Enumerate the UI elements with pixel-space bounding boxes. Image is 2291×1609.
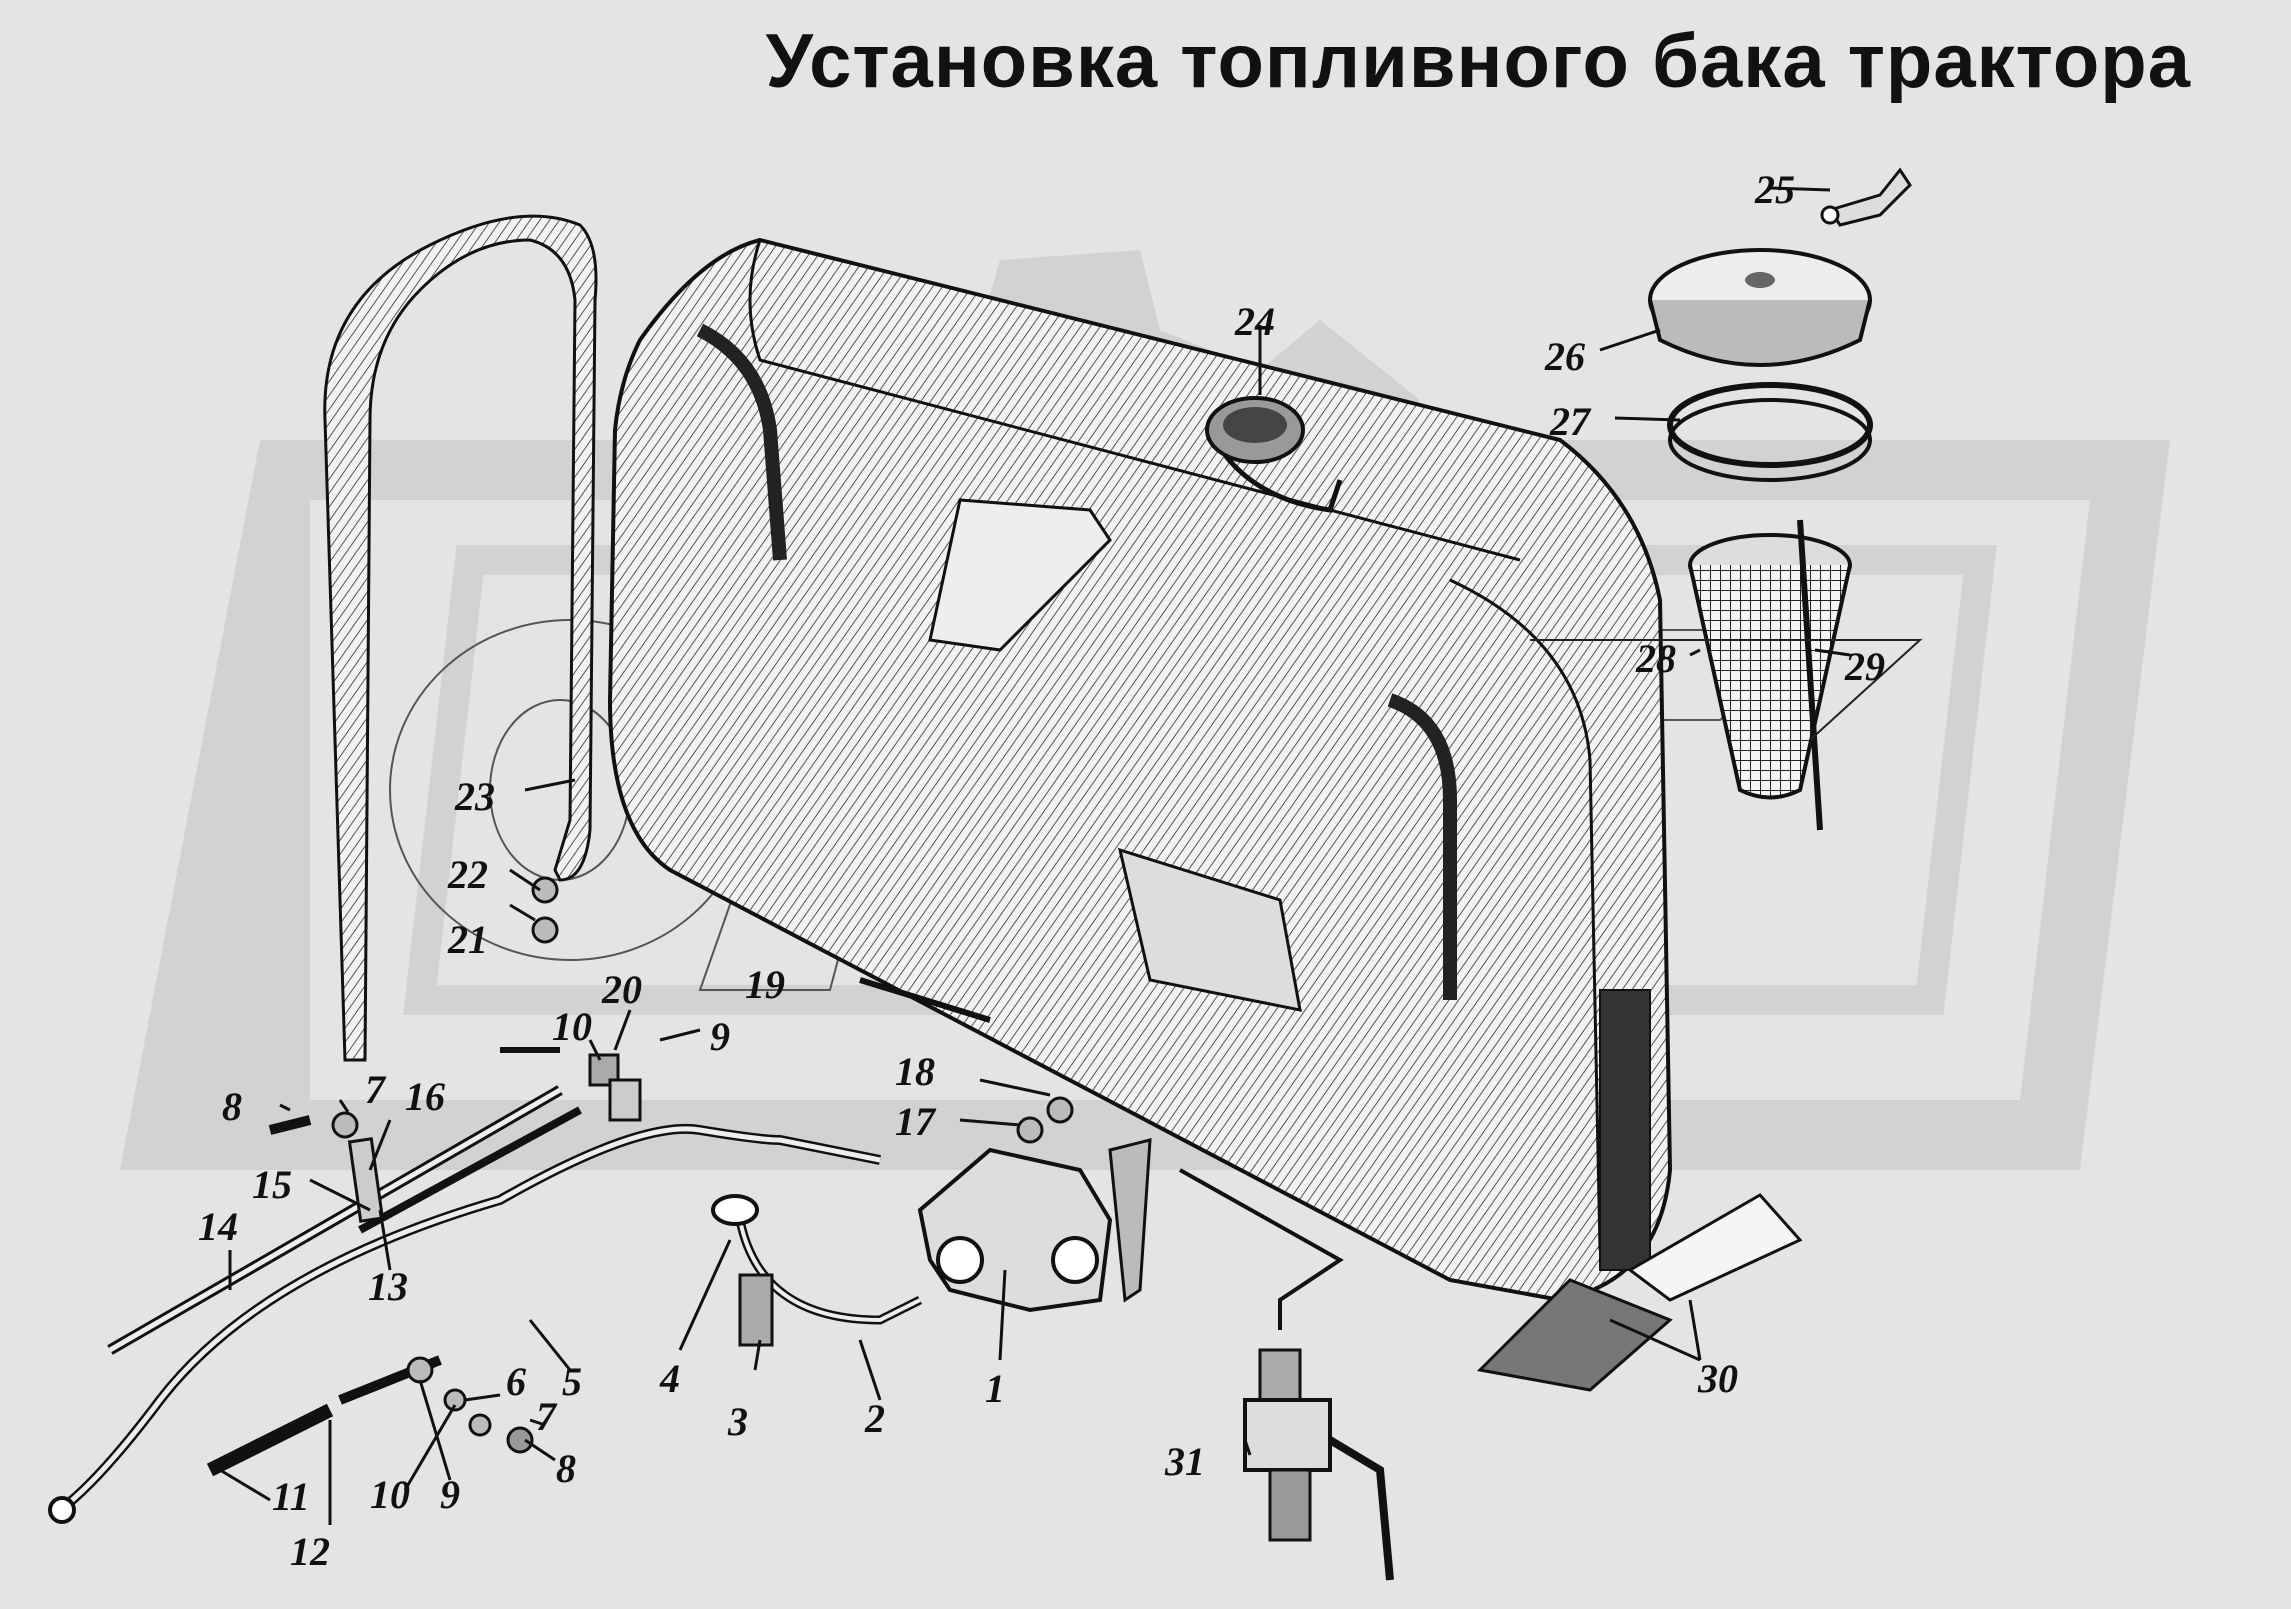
callout-11: 11 [272, 1474, 310, 1519]
diagram-title: Установка топливного бака трактора [765, 19, 2191, 104]
filler-neck [1205, 396, 1343, 513]
callout-12: 12 [290, 1529, 330, 1574]
callout-13: 13 [368, 1264, 408, 1309]
callout-3: 3 [727, 1399, 748, 1444]
callout-22: 22 [447, 852, 488, 897]
fuel-tank [607, 237, 1673, 1303]
pipes-and-fittings [107, 876, 1344, 1477]
callout-30: 30 [1697, 1356, 1738, 1401]
callout-21: 21 [447, 917, 488, 962]
cap-gasket [1667, 382, 1873, 482]
tank-strap [323, 214, 598, 1062]
tank-cap [1648, 248, 1872, 367]
callout-27: 27 [1549, 399, 1592, 444]
callout-7a: 7 [365, 1067, 387, 1112]
leader-lines [219, 186, 1851, 1525]
callout-8b: 8 [556, 1446, 576, 1491]
callout-6: 6 [506, 1359, 526, 1404]
cap-chain [1820, 167, 1912, 227]
callout-9b: 9 [440, 1472, 460, 1517]
callout-23: 23 [454, 774, 495, 819]
callout-19: 19 [745, 962, 785, 1007]
callout-10a: 10 [552, 1004, 592, 1049]
callout-18: 18 [895, 1049, 935, 1094]
callout-24: 24 [1234, 299, 1275, 344]
callout-14: 14 [198, 1204, 238, 1249]
callout-15: 15 [252, 1162, 292, 1207]
callout-31: 31 [1164, 1439, 1205, 1484]
callout-28: 28 [1635, 636, 1676, 681]
callout-1: 1 [985, 1366, 1005, 1411]
filler-strainer [1530, 519, 1923, 831]
callout-17: 17 [895, 1099, 937, 1144]
callout-9a: 9 [710, 1014, 730, 1059]
callout-8a: 8 [222, 1084, 242, 1129]
callout-5: 5 [562, 1359, 582, 1404]
callout-25: 25 [1754, 167, 1795, 212]
callout-16: 16 [405, 1074, 445, 1119]
drain-valve [1243, 1348, 1394, 1581]
callout-2: 2 [864, 1396, 885, 1441]
tank-pads [1476, 1193, 1803, 1392]
callout-4: 4 [659, 1356, 680, 1401]
callout-10b: 10 [370, 1472, 410, 1517]
callout-26: 26 [1544, 334, 1585, 379]
callout-20: 20 [601, 967, 642, 1012]
callout-29: 29 [1844, 644, 1885, 689]
fuel-lines [48, 1123, 923, 1524]
callouts: 1 2 3 4 5 6 7 8 9 10 11 12 13 14 15 16 7… [198, 167, 1885, 1574]
callout-7b: 7 [536, 1394, 558, 1439]
fuel-valve [917, 1138, 1152, 1313]
